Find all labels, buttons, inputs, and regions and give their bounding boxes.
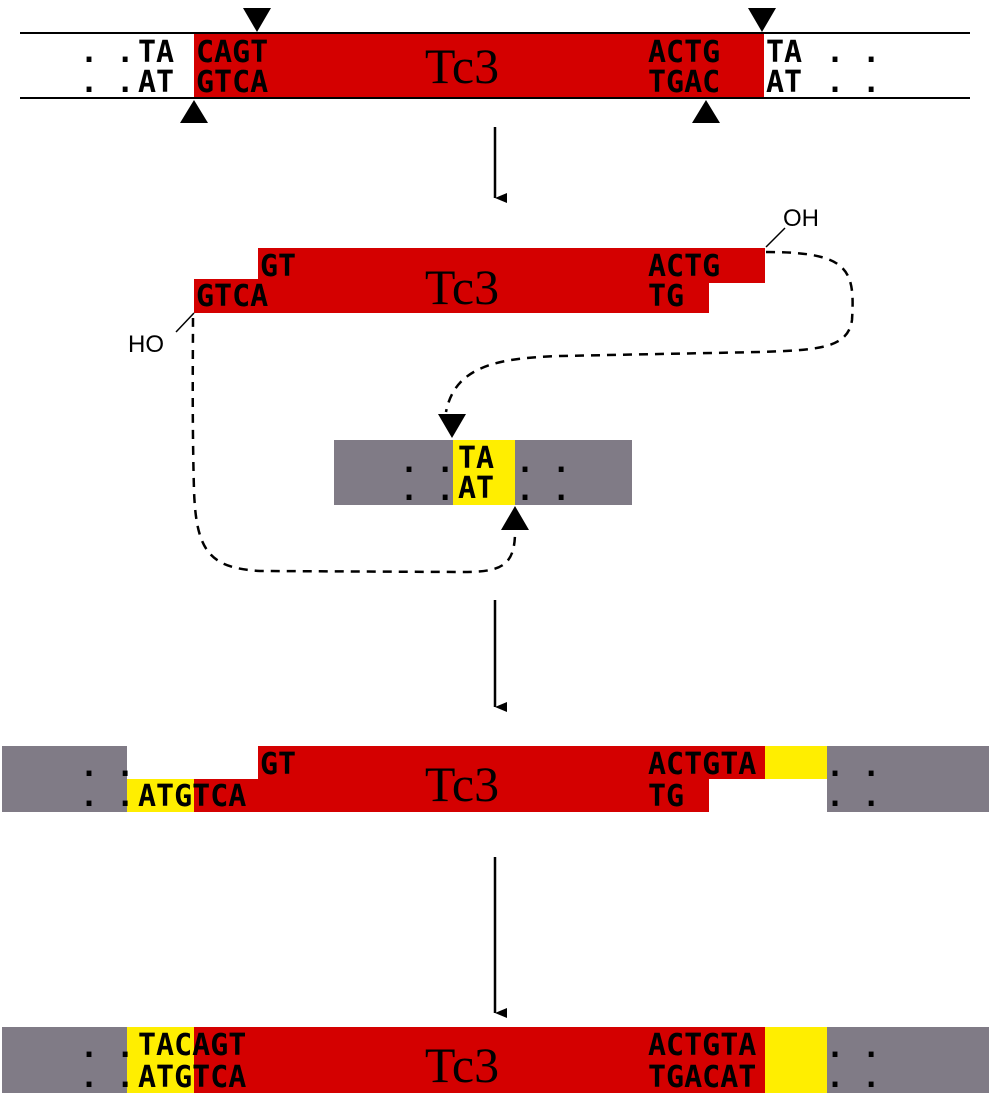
target-cut-top-icon — [438, 414, 466, 438]
s3-right-top: ACTGTA — [648, 747, 756, 782]
s4-dots-left-top: . . — [80, 1030, 134, 1065]
cleavage-arrowhead-top-left-icon — [243, 8, 271, 32]
target-dots-left-bottom: . . — [400, 473, 454, 508]
final-target-right-flank — [827, 1027, 989, 1093]
final-transposon-body — [194, 1027, 765, 1093]
excised-left-top: GT — [260, 249, 296, 284]
excised-right-bottom: TG — [648, 279, 684, 314]
s4-right-bottom: TGACAT — [648, 1060, 756, 1095]
target-cut-bottom-icon — [501, 506, 529, 530]
cleavage-arrowhead-bottom-right-icon — [692, 100, 720, 123]
cleavage-arrowhead-bottom-left-icon — [180, 100, 208, 123]
target-right-flank — [827, 746, 989, 812]
stage-3-integrated-gapped: Tc3 . . . . GT ATGTCA ACTGTA TG . . . . — [2, 746, 989, 814]
final-target-site-right — [765, 1027, 827, 1093]
s4-dots-left-bottom: . . — [80, 1060, 134, 1095]
s3-left-bottom: ATGTCA — [138, 779, 246, 814]
ho-bond-left — [175, 312, 195, 333]
s3-dots-left-bottom: . . — [80, 779, 134, 814]
s3-left-top: GT — [260, 747, 296, 782]
excised-transposon-body — [194, 248, 765, 313]
target-dots-right-top: . . — [516, 445, 570, 480]
hydroxyl-right-label: OH — [783, 205, 819, 232]
s4-dots-right-bottom: . . — [826, 1060, 880, 1095]
hydroxyl-left-label: HO — [128, 331, 164, 358]
target-site-right-top — [765, 746, 827, 779]
oh-bond-right — [765, 227, 786, 248]
left-flank-bottom: AT — [138, 65, 174, 100]
transposon-label: Tc3 — [425, 38, 499, 94]
target-site-bottom: AT — [458, 471, 494, 506]
target-left-flank — [2, 746, 127, 812]
target-site — [453, 440, 515, 505]
s4-dots-right-top: . . — [826, 1030, 880, 1065]
target-dots-right-bottom: . . — [516, 473, 570, 508]
attack-path-right — [444, 250, 854, 413]
transposon-body — [194, 34, 764, 97]
stage-4-repaired: Tc3 . . . . TACAGT ATGTCA ACTGTA TGACAT … — [2, 1027, 989, 1095]
target-site-left-bottom — [127, 779, 194, 812]
excised-right-top: ACTG — [648, 249, 720, 284]
right-dots-bottom: . . — [826, 65, 880, 100]
right-flank-bottom: AT — [766, 65, 802, 100]
s4-left-top: TACAGT — [138, 1028, 246, 1063]
left-dots-top: . . — [80, 35, 134, 70]
stage-1-donor: Tc3 . . . . TA AT CAGT GTCA ACTG TGAC TA… — [20, 8, 970, 123]
stage-2-excised: Tc3 GT GTCA ACTG TG OH HO . . . . TA AT … — [128, 205, 854, 574]
integrated-transposon-label: Tc3 — [425, 756, 499, 812]
right-flank-top: TA — [766, 35, 802, 70]
final-target-site-left — [127, 1027, 194, 1093]
left-dots-bottom: . . — [80, 65, 134, 100]
left-flank-top: TA — [138, 35, 174, 70]
excised-left-bottom: GTCA — [196, 279, 268, 314]
s4-left-bottom: ATGTCA — [138, 1060, 246, 1095]
target-site-top: TA — [458, 441, 494, 476]
s3-dots-right-bottom: . . — [826, 779, 880, 814]
s4-right-top: ACTGTA — [648, 1028, 756, 1063]
s3-right-bottom: TG — [648, 779, 684, 814]
right-dots-top: . . — [826, 35, 880, 70]
excised-transposon-label: Tc3 — [425, 259, 499, 315]
attack-path-left — [191, 317, 517, 574]
end5-top: CAGT — [196, 35, 268, 70]
end5-bottom: GTCA — [196, 65, 268, 100]
integrated-transposon-body — [194, 746, 765, 812]
final-target-left-flank — [2, 1027, 127, 1093]
final-transposon-label: Tc3 — [425, 1037, 499, 1093]
end3-top: ACTG — [648, 35, 720, 70]
cleavage-arrowhead-top-right-icon — [748, 8, 776, 32]
end3-bottom: TGAC — [648, 65, 720, 100]
target-dots-left-top: . . — [400, 445, 454, 480]
s3-dots-right-top: . . — [826, 749, 880, 784]
s3-dots-left-top: . . — [80, 749, 134, 784]
